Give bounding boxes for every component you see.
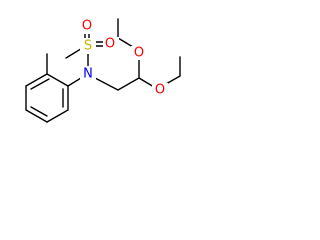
- bond-nitrogen-ch2: [94, 77, 119, 91]
- oxygen-atom-ethoxy-upper: O: [134, 46, 144, 61]
- ring-double-2: [30, 106, 48, 117]
- sulfur-atom: S: [84, 39, 92, 54]
- bond-ch-oxygen-lower: [138, 77, 155, 88]
- structure-svg: S O O N O O: [25, 18, 181, 123]
- ring-bond-4: [25, 109, 48, 123]
- bond-oxygen-upper-ch2: [117, 37, 134, 48]
- ring-bond-5: [46, 109, 69, 123]
- ring-bond-2: [25, 73, 48, 87]
- bonds: [25, 18, 181, 123]
- nitrogen-atom: N: [83, 67, 93, 82]
- oxygen-atom-left: O: [82, 19, 92, 34]
- bond-oxygen-lower-ch2: [165, 75, 181, 85]
- oxygen-atom-ethoxy-lower: O: [155, 83, 165, 98]
- bond-ch2-ch: [117, 77, 140, 91]
- atom-labels: S O O N O O: [80, 19, 168, 98]
- ring-bond-1: [46, 73, 69, 87]
- molecule-diagram: S O O N O O: [0, 0, 204, 148]
- bond-nitrogen-aryl: [67, 77, 82, 87]
- ring-double-1: [30, 78, 50, 90]
- oxygen-atom-right: O: [105, 37, 115, 52]
